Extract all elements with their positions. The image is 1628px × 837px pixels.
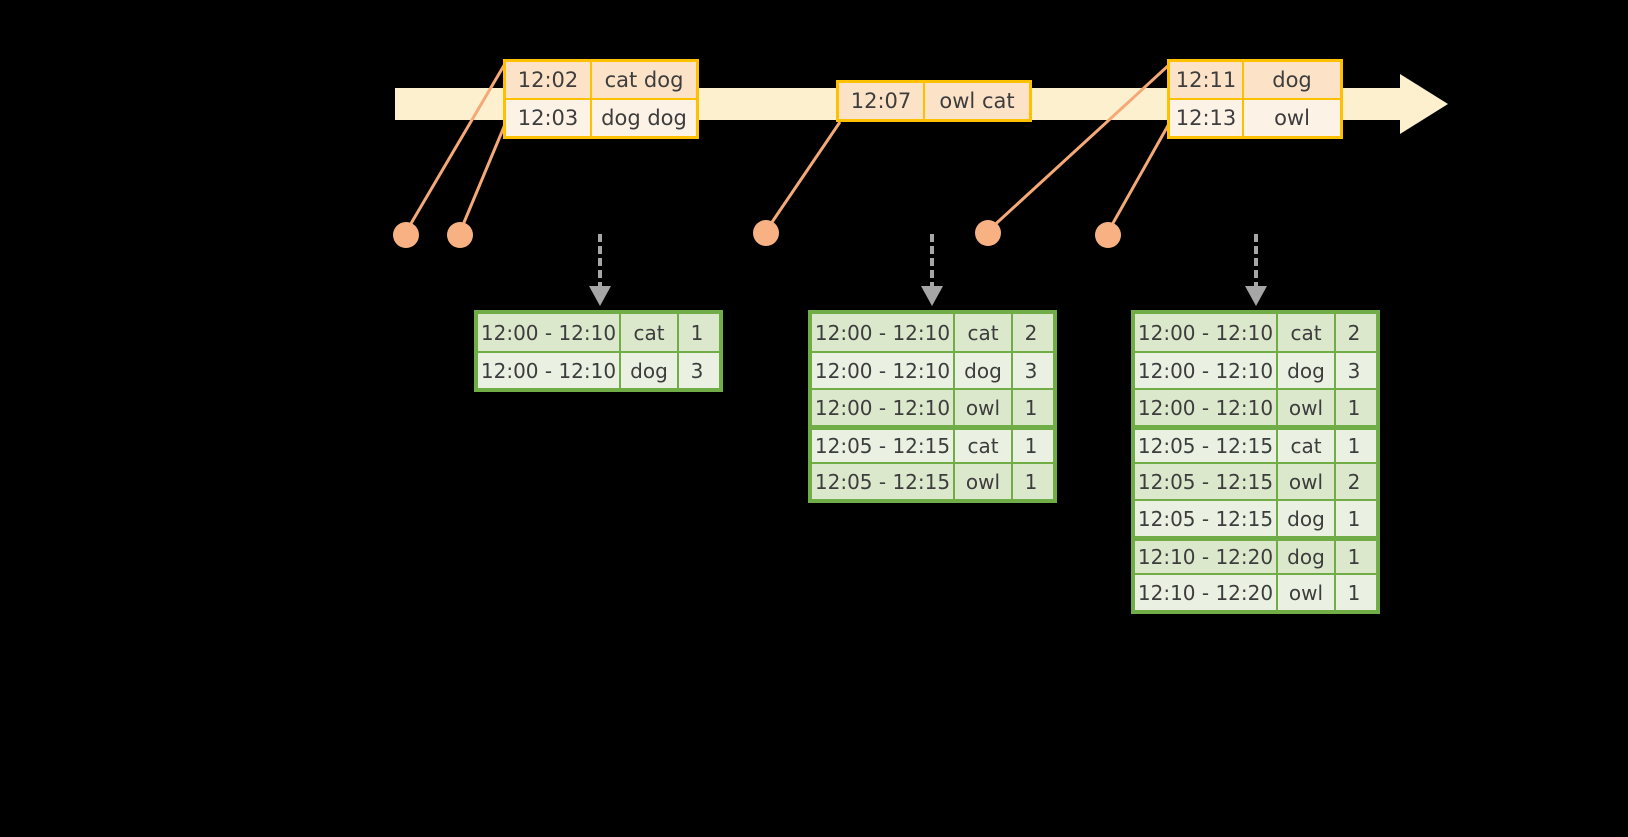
window-cell: 12:00 - 12:10 [478,314,621,351]
key-cell: cat [955,430,1013,462]
key-cell: owl [1278,464,1336,499]
count-cell: 2 [1024,320,1038,345]
event-dot [975,220,1001,246]
event-time: 12:07 [839,83,925,119]
event-time: 12:02 [506,62,592,98]
count-cell: 1 [1024,434,1038,458]
event-words: dog [1272,68,1312,92]
key-cell: dog [955,353,1013,388]
arrow-stem [1254,234,1258,290]
window-cell: 12:00 - 12:10 [1135,390,1278,425]
window-cell: 12:05 - 12:15 [1135,501,1278,536]
window-cell: 12:00 - 12:10 [478,353,621,388]
key-cell: cat [621,314,679,351]
arrow-head [921,286,943,306]
event-dot [447,222,473,248]
window-cell: 12:05 - 12:15 [1135,430,1278,462]
window-cell: 12:10 - 12:20 [1135,575,1278,610]
event-time: 12:03 [506,100,592,136]
window-cell: 12:00 - 12:10 [1135,314,1278,351]
down-arrow-icon [1245,234,1267,314]
window-cell: 12:05 - 12:15 [1135,464,1278,499]
arrow-stem [930,234,934,290]
key-cell: owl [1278,390,1336,425]
window-cell: 12:00 - 12:10 [812,390,955,425]
down-arrow-icon [589,234,611,314]
count-cell: 3 [690,358,704,383]
event-time: 12:11 [1170,62,1244,98]
timeline-event-box-1[interactable]: 12:02 cat dog 12:03 dog dog [503,59,699,139]
arrow-stem [598,234,602,290]
event-words: cat dog [604,68,684,92]
count-cell: 1 [1347,545,1361,569]
connector-line [764,121,842,232]
connector-line [458,121,508,233]
key-cell: owl [1278,575,1336,610]
event-dot [393,222,419,248]
key-cell: cat [1278,430,1336,462]
count-cell: 2 [1347,320,1361,345]
timeline-event-row: 12:11 dog [1170,62,1340,98]
count-cell: 1 [1347,395,1361,420]
connector-line [1106,121,1172,233]
key-cell: dog [1278,541,1336,573]
key-cell: cat [955,314,1013,351]
window-cell: 12:05 - 12:15 [812,430,955,462]
window-cell: 12:00 - 12:10 [812,314,955,351]
event-dot [753,220,779,246]
count-cell: 1 [1024,395,1038,420]
window-cell: 12:10 - 12:20 [1135,541,1278,573]
count-cell: 1 [1024,469,1038,494]
count-cell: 3 [1347,358,1361,383]
count-cell: 1 [690,320,704,345]
arrow-head [589,286,611,306]
count-cell: 1 [1347,580,1361,605]
event-words: owl cat [939,89,1015,113]
event-words: dog dog [601,106,687,130]
timeline-event-row: 12:02 cat dog [506,62,696,98]
key-cell: dog [1278,353,1336,388]
window-cell: 12:00 - 12:10 [812,353,955,388]
count-cell: 1 [1347,506,1361,531]
count-cell: 2 [1347,469,1361,494]
key-cell: dog [1278,501,1336,536]
key-cell: dog [621,353,679,388]
key-cell: owl [955,464,1013,499]
key-cell: cat [1278,314,1336,351]
key-cell: owl [955,390,1013,425]
timeline-event-box-3[interactable]: 12:11 dog 12:13 owl [1167,59,1343,139]
window-cell: 12:05 - 12:15 [812,464,955,499]
timeline-event-row: 12:13 owl [1170,98,1340,136]
timeline-event-box-2[interactable]: 12:07 owl cat [836,80,1032,122]
count-cell: 1 [1347,434,1361,458]
arrow-head [1245,286,1267,306]
count-cell: 3 [1024,358,1038,383]
down-arrow-icon [921,234,943,314]
window-cell: 12:00 - 12:10 [1135,353,1278,388]
timeline-event-row: 12:03 dog dog [506,98,696,136]
timeline-arrow-head [1400,74,1448,134]
event-time: 12:13 [1170,100,1244,136]
event-words: owl [1274,106,1310,130]
event-dot [1095,222,1121,248]
timeline-event-row: 12:07 owl cat [839,83,1029,119]
